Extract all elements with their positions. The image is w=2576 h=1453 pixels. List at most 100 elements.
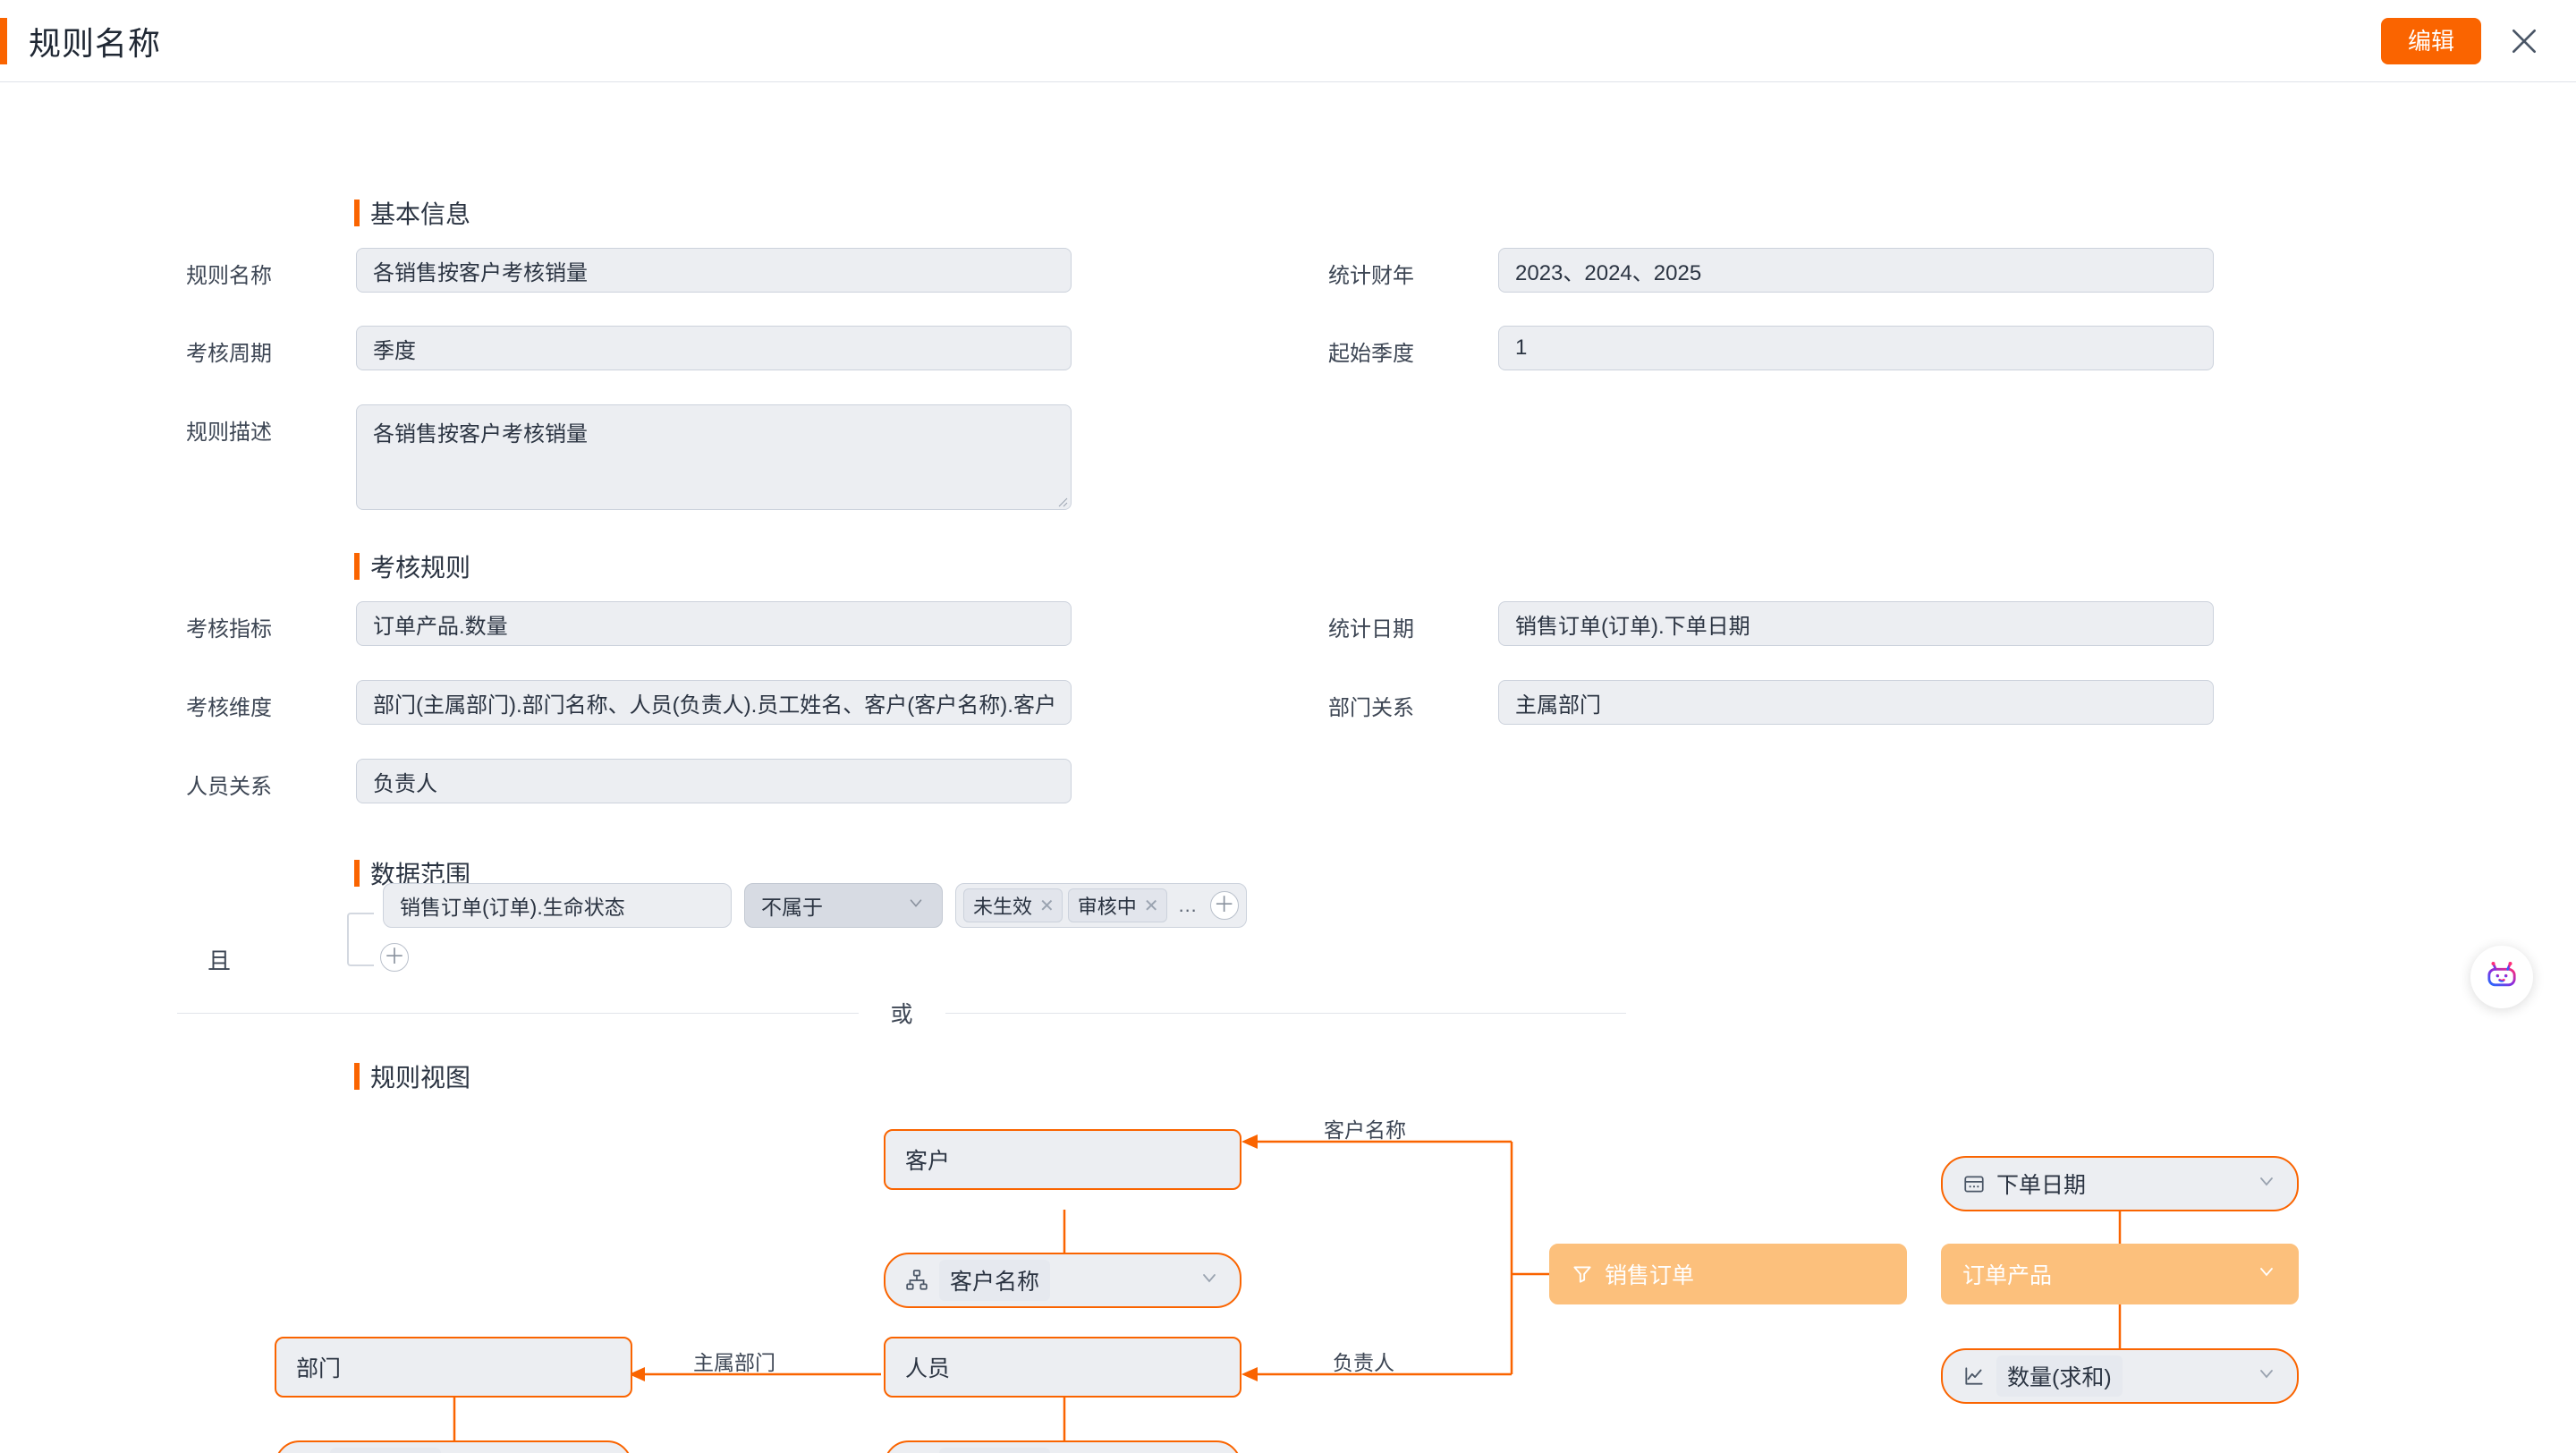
edge-label-owner: 负责人: [1333, 1351, 1394, 1374]
field-rule-name-label: 规则名称: [186, 264, 272, 288]
filter-icon: [1571, 1262, 1594, 1286]
field-person-relation-value[interactable]: 负责人: [356, 759, 1072, 803]
node-department[interactable]: 部门: [275, 1337, 632, 1398]
condition-field-select[interactable]: 销售订单(订单).生命状态: [383, 883, 732, 928]
field-start-quarter-label: 起始季度: [1328, 342, 1414, 366]
field-rule-name-value[interactable]: 各销售按客户考核销量: [356, 248, 1072, 293]
field-description-value[interactable]: 各销售按客户考核销量: [356, 404, 1072, 510]
calendar-icon: [1962, 1172, 1986, 1195]
condition-row: 销售订单(订单).生命状态 不属于 未生效 ✕ 审核中 ✕: [383, 883, 1247, 928]
chevron-down-icon[interactable]: [1199, 1267, 1220, 1295]
chevron-down-icon[interactable]: [2256, 1261, 2277, 1288]
field-person-relation-label: 人员关系: [186, 775, 272, 799]
node-person-field-label: 员工姓名: [939, 1448, 1051, 1453]
page-header: 规则名称 编辑: [0, 0, 2576, 82]
org-node-icon: [905, 1269, 928, 1292]
title-accent-bar: [0, 17, 7, 64]
or-label: 或: [890, 1002, 913, 1027]
section-accent-bar: [354, 553, 360, 580]
section-accent-bar: [354, 1063, 360, 1090]
field-period-value[interactable]: 季度: [356, 326, 1072, 370]
chevron-down-icon[interactable]: [2256, 1170, 2277, 1198]
node-customer[interactable]: 客户: [884, 1129, 1241, 1190]
node-customer-label: 客户: [905, 1149, 951, 1174]
node-customer-field-label: 客户名称: [939, 1260, 1051, 1301]
field-start-quarter: 起始季度 1: [1328, 326, 2214, 370]
header-actions: 编辑: [2380, 17, 2576, 64]
condition-tag[interactable]: 未生效 ✕: [963, 888, 1063, 922]
node-department-field[interactable]: 部门名称: [275, 1440, 632, 1453]
field-indicator-label: 考核指标: [186, 617, 272, 642]
more-values-icon[interactable]: …: [1177, 894, 1199, 916]
condition-values-box[interactable]: 未生效 ✕ 审核中 ✕ … ＋: [955, 883, 1247, 928]
node-order-date[interactable]: 下单日期: [1941, 1156, 2299, 1211]
field-description: 规则描述 各销售按客户考核销量: [186, 404, 1072, 510]
section-assess-rule-title: 考核规则: [370, 554, 471, 582]
section-basic-info: 基本信息: [354, 195, 470, 231]
section-rule-view-title: 规则视图: [370, 1064, 471, 1092]
node-quantity[interactable]: 数量(求和): [1941, 1348, 2299, 1404]
section-assess-rule: 考核规则: [354, 548, 470, 584]
node-order-date-label: 下单日期: [1996, 1173, 2087, 1198]
field-indicator: 考核指标 订单产品.数量: [186, 601, 1072, 646]
field-start-quarter-value[interactable]: 1: [1498, 326, 2214, 370]
section-accent-bar: [354, 860, 360, 887]
node-order-product[interactable]: 订单产品: [1941, 1244, 2299, 1304]
field-stat-date-label: 统计日期: [1328, 617, 1414, 642]
section-basic-info-title: 基本信息: [370, 200, 471, 228]
field-period-label: 考核周期: [186, 342, 272, 366]
field-dept-relation-value[interactable]: 主属部门: [1498, 680, 2214, 725]
field-fiscal-years-label: 统计财年: [1328, 264, 1414, 288]
condition-operator-select[interactable]: 不属于: [744, 883, 943, 928]
close-icon[interactable]: ✕: [1143, 896, 1159, 916]
field-fiscal-years-value[interactable]: 2023、2024、2025: [1498, 248, 2214, 293]
field-person-relation: 人员关系 负责人: [186, 759, 1072, 803]
node-quantity-label: 数量(求和): [1996, 1355, 2123, 1397]
field-rule-name: 规则名称 各销售按客户考核销量: [186, 248, 1072, 293]
ai-assistant-button[interactable]: [2470, 946, 2533, 1008]
close-icon[interactable]: ✕: [1039, 896, 1055, 916]
field-dept-relation-label: 部门关系: [1328, 696, 1414, 720]
edit-button[interactable]: 编辑: [2380, 17, 2481, 64]
condition-and-label: 且: [208, 947, 232, 974]
node-person-label: 人员: [905, 1356, 951, 1381]
or-divider: 或: [177, 997, 1627, 1029]
edge-label-customer-name: 客户名称: [1324, 1118, 1406, 1142]
line-chart-icon: [1962, 1364, 1986, 1388]
section-rule-view: 规则视图: [354, 1058, 470, 1094]
plus-circle-icon[interactable]: ＋: [1209, 891, 1239, 920]
textarea-resize-handle[interactable]: [1055, 495, 1068, 507]
close-icon[interactable]: [2506, 23, 2542, 59]
node-department-field-label: 部门名称: [330, 1448, 442, 1453]
rule-view-diagram: 客户 客户名称 部门: [0, 1111, 2576, 1453]
node-customer-field[interactable]: 客户名称: [884, 1253, 1241, 1308]
condition-operator-value: 不属于: [761, 896, 823, 919]
field-stat-date: 统计日期 销售订单(订单).下单日期: [1328, 601, 2214, 646]
node-person-field[interactable]: 员工姓名: [884, 1440, 1241, 1453]
page-title: 规则名称: [29, 24, 162, 62]
add-condition-plus-circle-icon[interactable]: ＋: [380, 943, 409, 972]
field-description-label: 规则描述: [186, 421, 272, 445]
node-sales-order[interactable]: 销售订单: [1549, 1244, 1907, 1304]
field-dimension-value[interactable]: 部门(主属部门).部门名称、人员(负责人).员工姓名、客户(客户名称).客户: [356, 680, 1072, 725]
divider-line: [177, 1012, 859, 1014]
condition-bracket: [347, 913, 374, 966]
edge-label-main-department: 主属部门: [693, 1351, 775, 1374]
field-dimension: 考核维度 部门(主属部门).部门名称、人员(负责人).员工姓名、客户(客户名称)…: [186, 680, 1072, 725]
node-sales-order-label: 销售订单: [1605, 1263, 1695, 1288]
condition-tag-label: 未生效: [973, 896, 1033, 918]
field-stat-date-value[interactable]: 销售订单(订单).下单日期: [1498, 601, 2214, 646]
field-indicator-value[interactable]: 订单产品.数量: [356, 601, 1072, 646]
section-accent-bar: [354, 200, 360, 226]
chevron-down-icon[interactable]: [2256, 1363, 2277, 1390]
divider-line: [945, 1012, 1627, 1014]
robot-assistant-icon: [2484, 957, 2520, 998]
field-dept-relation: 部门关系 主属部门: [1328, 680, 2214, 725]
condition-tag-label: 审核中: [1077, 896, 1137, 918]
node-person[interactable]: 人员: [884, 1337, 1241, 1398]
node-department-label: 部门: [296, 1356, 342, 1381]
chevron-down-icon: [906, 893, 926, 918]
condition-tag[interactable]: 审核中 ✕: [1067, 888, 1167, 922]
field-dimension-label: 考核维度: [186, 696, 272, 720]
